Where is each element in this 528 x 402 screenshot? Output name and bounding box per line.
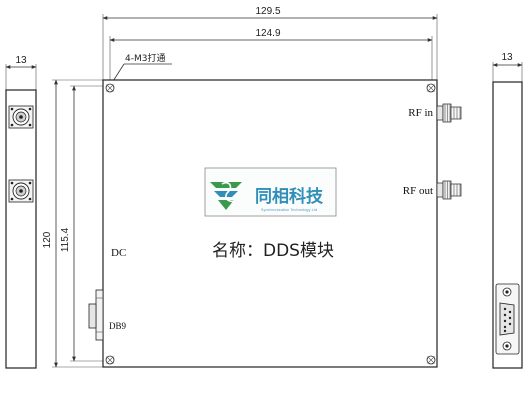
dim-overall-width: 129.5	[255, 6, 280, 17]
sma-connector-side-1	[8, 105, 34, 129]
mounting-hole-br	[426, 355, 436, 365]
module-name: 名称：DDS模块	[212, 241, 334, 261]
sma-connector-side-2	[8, 179, 34, 203]
left-dimensions: 120 115.4	[42, 79, 108, 368]
dim-right-side-thickness: 13	[501, 52, 513, 63]
top-dimensions: 129.5 124.9	[102, 6, 438, 92]
main-body-top-view: RF in RF out DC DB9	[88, 79, 462, 368]
mounting-hole-tr	[426, 83, 436, 93]
company-name-cn: 同相科技	[255, 186, 324, 207]
callout-mounting-holes: 4-M3打通	[125, 52, 165, 64]
dim-overall-height: 120	[42, 231, 53, 248]
company-name-en: Synchronization Technology Ltd	[261, 207, 317, 212]
label-rf-out: RF out	[403, 185, 433, 197]
db9-connector-side	[495, 283, 520, 355]
dim-left-side-thickness: 13	[15, 55, 27, 66]
module-outline	[102, 79, 438, 368]
dim-hole-spacing-width: 124.9	[255, 28, 280, 39]
rf-in-connector	[436, 103, 462, 123]
label-db9: DB9	[109, 321, 127, 331]
rf-out-connector	[436, 180, 462, 200]
logo-box: 同相科技 Synchronization Technology Ltd	[204, 167, 337, 217]
label-rf-in: RF in	[408, 107, 433, 119]
mounting-hole-bl	[105, 355, 115, 365]
db9-connector-top	[88, 289, 104, 341]
dim-hole-spacing-height: 115.4	[60, 227, 71, 252]
company-logo-icon	[210, 181, 242, 210]
left-side-body	[5, 89, 37, 369]
left-side-view: 13	[5, 55, 37, 369]
label-dc: DC	[111, 247, 126, 259]
mounting-hole-tl	[105, 83, 115, 93]
right-side-view: 13	[492, 52, 523, 369]
